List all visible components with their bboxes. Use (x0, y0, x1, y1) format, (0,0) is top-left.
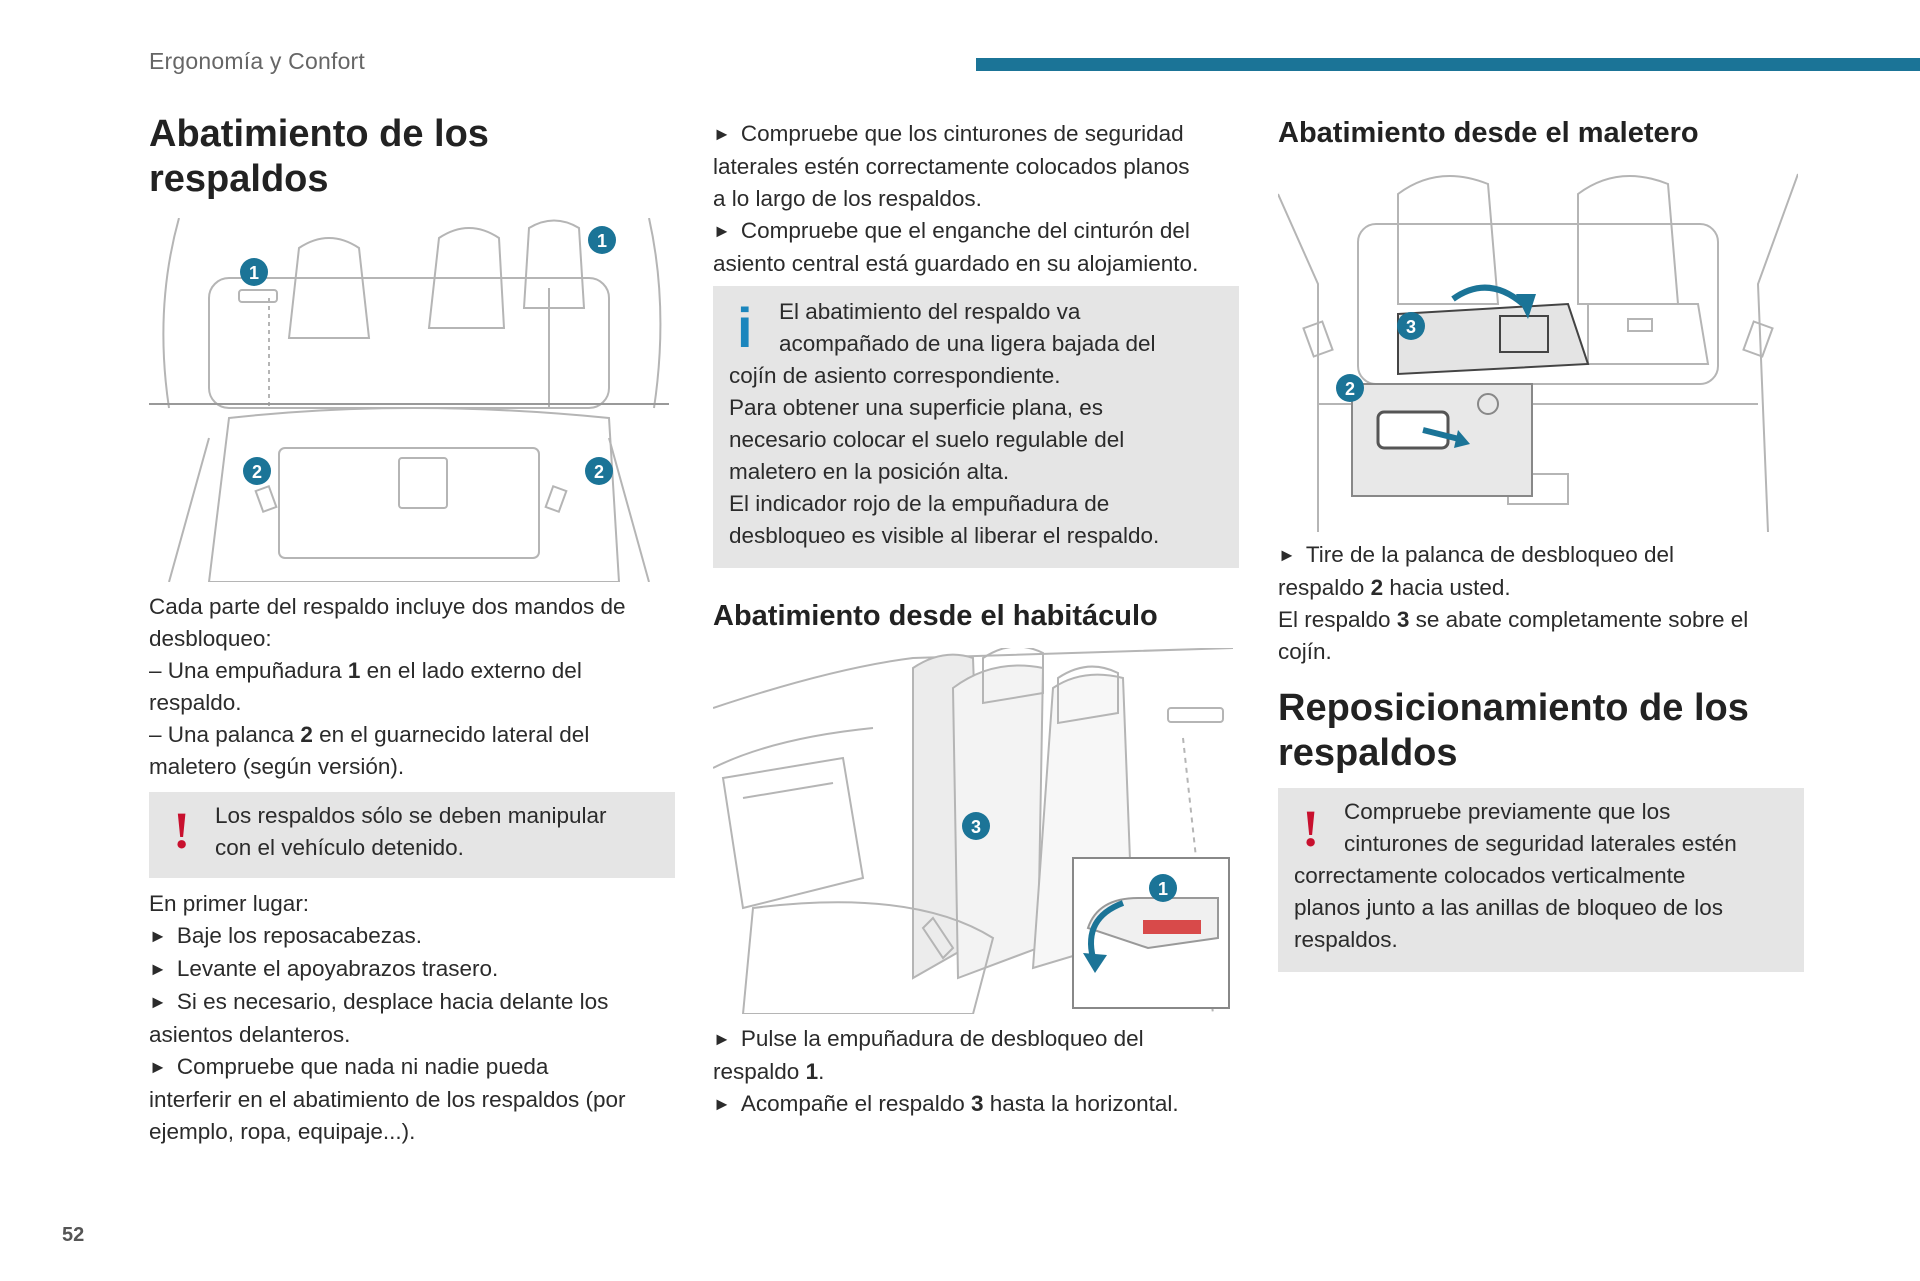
step-item: Tire de la palanca de desbloqueo del (1278, 539, 1804, 572)
info-text: El abatimiento del respaldo va (779, 299, 1081, 324)
step-item: Baje los reposacabezas. (149, 920, 679, 953)
figure-seat-release-controls: 1 1 2 2 (149, 218, 669, 582)
check-item-continued: laterales estén correctamente colocados … (713, 154, 1190, 179)
marker-2-left: 2 (243, 457, 271, 485)
step-item: Si es necesario, desplace hacia delante … (149, 986, 679, 1019)
step-item-continued: ejemplo, ropa, equipaje...). (149, 1119, 416, 1144)
info-text: cojín de asiento correspondiente. (729, 363, 1061, 388)
trunk-illustration: 3 2 (1278, 173, 1798, 532)
header-accent-bar (976, 58, 1920, 71)
check-item-continued: a lo largo de los respaldos. (713, 186, 982, 211)
warning-box: ! Compruebe previamente que los cinturon… (1278, 788, 1804, 972)
warning-text: respaldos. (1294, 927, 1398, 952)
marker-3: 3 (1397, 312, 1425, 340)
seat-illustration: 1 1 2 2 (149, 218, 669, 582)
marker-2: 2 (1336, 374, 1364, 402)
subtitle-trunk: Abatimiento desde el maletero (1278, 117, 1699, 149)
check-item-continued: asiento central está guardado en su aloj… (713, 251, 1199, 276)
result-text: El respaldo 3 se abate completamente sob… (1278, 607, 1749, 632)
warning-text: cinturones de seguridad laterales estén (1344, 831, 1737, 856)
section-title: Ergonomía y Confort (149, 48, 366, 74)
figure-markers: 3 1 (962, 812, 1177, 902)
warning-text: Los respaldos sólo se deben manipular (215, 803, 607, 828)
warning-text: Compruebe previamente que los (1344, 799, 1671, 824)
info-text: desbloqueo es visible al liberar el resp… (729, 523, 1160, 548)
info-text: El indicador rojo de la empuñadura de (729, 491, 1110, 516)
release-controls-text: Cada parte del respaldo incluye dos mand… (149, 591, 679, 783)
page-title-line-2: respaldos (149, 158, 329, 200)
check-item: Compruebe que el enganche del cinturón d… (713, 215, 1239, 248)
page-number: 52 (62, 1224, 85, 1246)
step-item-continued: respaldo 2 hacia usted. (1278, 575, 1511, 600)
intro-item-handle: – Una empuñadura 1 en el lado externo de… (149, 658, 582, 683)
repositioning-title-line-2: respaldos (1278, 732, 1458, 774)
info-box: i El abatimiento del respaldo va acompañ… (713, 286, 1239, 568)
page-title-line-1: Abatimiento de los (149, 113, 489, 155)
step-item: Compruebe que nada ni nadie pueda (149, 1051, 679, 1084)
step-item: Pulse la empuñadura de desbloqueo del (713, 1023, 1239, 1056)
first-label: En primer lugar: (149, 891, 310, 916)
step-item-continued: respaldo 1. (713, 1059, 825, 1084)
preparation-steps: En primer lugar: Baje los reposacabezas.… (149, 888, 679, 1148)
warning-icon: ! (1302, 801, 1320, 858)
info-text: acompañado de una ligera bajada del (779, 331, 1156, 356)
figure-markers: 1 1 2 2 (240, 226, 616, 485)
intro-line: desbloqueo: (149, 626, 272, 651)
info-text: Para obtener una superficie plana, es (729, 395, 1103, 420)
subtitle-cabin: Abatimiento desde el habitáculo (713, 600, 1158, 632)
check-item: Compruebe que los cinturones de segurida… (713, 118, 1239, 151)
warning-text: planos junto a las anillas de bloqueo de… (1294, 895, 1724, 920)
svg-text:2: 2 (1345, 379, 1355, 399)
info-icon: i (737, 296, 753, 359)
info-text: necesario colocar el suelo regulable del (729, 427, 1125, 452)
warning-icon: ! (173, 803, 191, 860)
marker-3: 3 (962, 812, 990, 840)
cabin-steps: Pulse la empuñadura de desbloqueo del re… (713, 1023, 1239, 1121)
step-item-continued: interferir en el abatimiento de los resp… (149, 1087, 626, 1112)
warning-text: con el vehículo detenido. (215, 835, 464, 860)
intro-line: Cada parte del respaldo incluye dos mand… (149, 594, 626, 619)
svg-text:1: 1 (597, 231, 607, 251)
warning-box: ! Los respaldos sólo se deben manipular … (149, 792, 675, 878)
intro-line: respaldo. (149, 690, 242, 715)
inset-detail (1351, 383, 1533, 497)
intro-item-lever: – Una palanca 2 en el guarnecido lateral… (149, 722, 590, 747)
marker-1-right: 1 (588, 226, 616, 254)
trunk-steps: Tire de la palanca de desbloqueo del res… (1278, 539, 1804, 668)
figure-trunk-folding: 3 2 (1278, 164, 1798, 532)
page-title: Abatimiento de los respaldos (149, 112, 489, 202)
warning-text: correctamente colocados verticalmente (1294, 863, 1686, 888)
svg-text:3: 3 (1406, 317, 1416, 337)
svg-text:1: 1 (249, 263, 259, 283)
result-text: cojín. (1278, 639, 1332, 664)
intro-line: maletero (según versión). (149, 754, 405, 779)
info-text: maletero en la posición alta. (729, 459, 1010, 484)
step-item: Levante el apoyabrazos trasero. (149, 953, 679, 986)
belt-checks: Compruebe que los cinturones de segurida… (713, 118, 1239, 280)
marker-1-left: 1 (240, 258, 268, 286)
inset-detail (1072, 857, 1230, 1009)
marker-2-right: 2 (585, 457, 613, 485)
section-title-repositioning: Reposicionamiento de los respaldos (1278, 686, 1749, 776)
figure-cabin-folding: 3 1 (713, 648, 1233, 1014)
svg-text:2: 2 (594, 462, 604, 482)
figure-markers: 3 2 (1336, 312, 1425, 402)
svg-text:2: 2 (252, 462, 262, 482)
repositioning-title-line-1: Reposicionamiento de los (1278, 687, 1749, 729)
marker-1: 1 (1149, 874, 1177, 902)
svg-text:3: 3 (971, 817, 981, 837)
step-item-continued: asientos delanteros. (149, 1022, 351, 1047)
cabin-illustration: 3 1 (713, 648, 1233, 1014)
svg-text:1: 1 (1158, 879, 1168, 899)
step-item: Acompañe el respaldo 3 hasta la horizont… (713, 1088, 1239, 1121)
